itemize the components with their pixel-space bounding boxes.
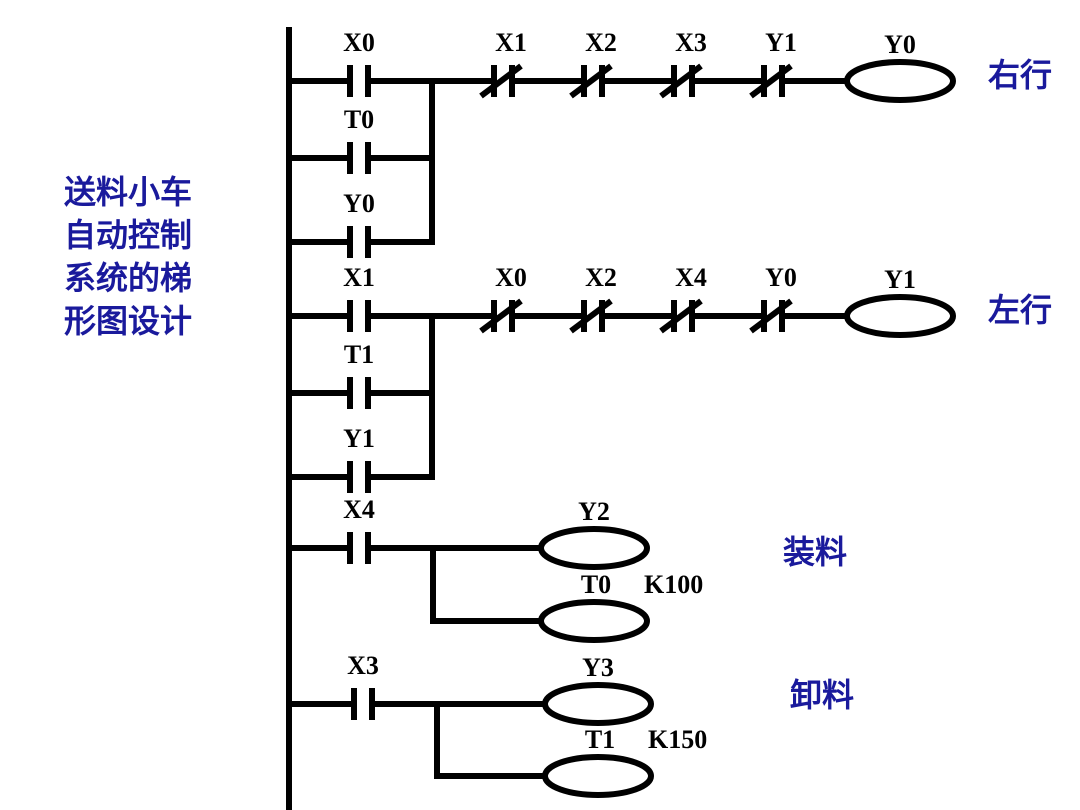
contact-slash xyxy=(749,298,793,334)
function-label: 卸料 xyxy=(790,676,854,714)
contact-label: X2 xyxy=(585,263,617,292)
contact-x3 xyxy=(351,688,375,720)
coil-y2 xyxy=(538,526,650,570)
contact-t0 xyxy=(347,142,371,174)
contact-slash xyxy=(479,63,523,99)
contact-label: X4 xyxy=(675,263,707,292)
contact-slash xyxy=(479,298,523,334)
contact-label: X0 xyxy=(495,263,527,292)
contact-label: Y0 xyxy=(343,189,375,218)
contact-slash xyxy=(659,63,703,99)
contact-slash xyxy=(659,298,703,334)
contact-label: T0 xyxy=(344,105,374,134)
contact-label: X0 xyxy=(343,28,375,57)
contact-label: X3 xyxy=(675,28,707,57)
title-line-2: 自动控制 xyxy=(64,216,192,254)
contact-label: X4 xyxy=(343,495,375,524)
contact-y1 xyxy=(347,461,371,493)
coil-label: Y1 xyxy=(884,265,916,294)
contact-label: X1 xyxy=(343,263,375,292)
coil-label: Y0 xyxy=(884,30,916,59)
contact-label: T1 xyxy=(344,340,374,369)
coil-y3 xyxy=(542,682,654,726)
coil-label: T0 xyxy=(581,570,611,599)
function-label: 右行 xyxy=(988,56,1052,94)
coil-t1 xyxy=(542,754,654,798)
coil-label: Y2 xyxy=(578,497,610,526)
coil-preset: K100 xyxy=(644,570,703,599)
contact-label: Y0 xyxy=(765,263,797,292)
coil-label: Y3 xyxy=(582,653,614,682)
contact-label: Y1 xyxy=(765,28,797,57)
contact-x1 xyxy=(347,300,371,332)
coil-preset: K150 xyxy=(648,725,707,754)
contact-slash xyxy=(749,63,793,99)
function-label: 装料 xyxy=(783,533,847,571)
contact-label: X1 xyxy=(495,28,527,57)
contact-x4 xyxy=(347,532,371,564)
contact-t1 xyxy=(347,377,371,409)
title-line-4: 形图设计 xyxy=(64,302,192,340)
coil-t0 xyxy=(538,599,650,643)
contact-x0 xyxy=(347,65,371,97)
contact-label: X3 xyxy=(347,651,379,680)
title-line-3: 系统的梯 xyxy=(64,259,192,297)
contact-slash xyxy=(569,63,613,99)
function-label: 左行 xyxy=(988,291,1052,329)
contact-y0 xyxy=(347,226,371,258)
coil-label: T1 xyxy=(585,725,615,754)
title-line-1: 送料小车 xyxy=(64,173,192,211)
contact-slash xyxy=(569,298,613,334)
diagram-title: 送料小车 自动控制 系统的梯 形图设计 xyxy=(64,173,192,340)
coil-y0 xyxy=(844,59,956,103)
coil-y1 xyxy=(844,294,956,338)
contact-label: Y1 xyxy=(343,424,375,453)
contact-label: X2 xyxy=(585,28,617,57)
